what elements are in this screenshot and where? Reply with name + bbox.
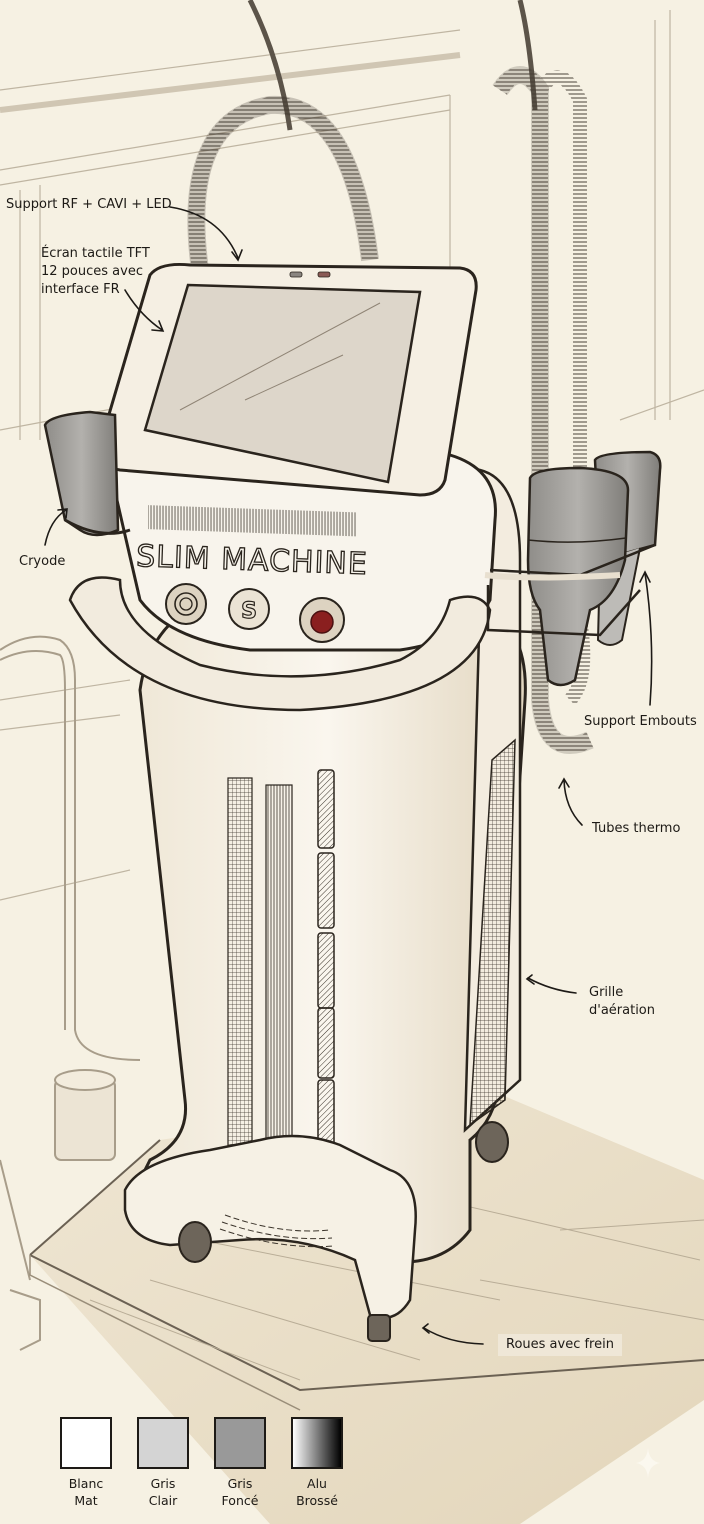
callout-ecran-tactile: Écran tactile TFT 12 pouces avec interfa… (41, 245, 181, 299)
slot-vents (317, 769, 335, 1151)
legend-label-line: Clair (148, 1493, 178, 1508)
sparkle-icon (636, 1448, 660, 1478)
callout-support-rf-cavi-led: Support RF + CAVI + LED (6, 197, 172, 212)
callout-grille-aeration: Grille d'aération (589, 984, 699, 1020)
arrow-support-embouts (644, 572, 653, 706)
ventilation-grille-front-left (227, 777, 253, 1169)
callout-cryode: Cryode (19, 554, 66, 569)
brand-logo: SLIM MACHINE (136, 539, 369, 582)
legend-label-line: Gris (150, 1476, 176, 1491)
legend-label: Blanc Mat (69, 1475, 104, 1509)
indicator-light-2 (317, 271, 331, 278)
background-cart (0, 635, 141, 1351)
legend-item-blanc-mat: Blanc Mat (58, 1417, 114, 1509)
wheels (178, 1121, 509, 1342)
screen-display (143, 283, 422, 484)
legend-label-line: Mat (74, 1493, 98, 1508)
legend-label-line: Alu (307, 1476, 327, 1491)
legend-label-line: Foncé (221, 1493, 259, 1508)
legend-label: Gris Clair (149, 1475, 177, 1509)
legend-item-gris-fonce: Gris Foncé (212, 1417, 268, 1509)
callout-arrows (44, 206, 653, 1345)
svg-text:S: S (241, 599, 257, 624)
indicator-light-1 (289, 271, 303, 278)
arrow-cryode (44, 509, 67, 546)
swatch-alu-brosse (291, 1417, 343, 1469)
machine-head: SLIM MACHINE S (68, 442, 497, 712)
mode-button[interactable]: S (228, 588, 270, 630)
handpiece-holder (484, 450, 662, 687)
legend-label-line: Blanc (68, 1476, 104, 1491)
machine-body (123, 468, 527, 1342)
arrow-grille (527, 977, 577, 994)
legend-label-line: Gris (227, 1476, 253, 1491)
ventilation-grille-front-mid (265, 784, 293, 1176)
front-handle (68, 576, 492, 712)
cryode-handpiece (43, 410, 131, 537)
touchscreen (97, 263, 478, 497)
power-button[interactable] (165, 583, 207, 625)
emergency-stop-button[interactable] (299, 597, 345, 643)
callout-support-embouts: Support Embouts (584, 714, 697, 729)
legend-item-alu-brosse: Alu Brossé (289, 1417, 345, 1509)
legend-item-gris-clair: Gris Clair (135, 1417, 191, 1509)
legend-label-line: Brossé (296, 1493, 338, 1508)
callout-grille-line-2: d'aération (589, 1003, 656, 1018)
legend-label: Gris Foncé (222, 1475, 259, 1509)
swatch-gris-fonce (214, 1417, 266, 1469)
callout-ecran-line-1: Écran tactile TFT (41, 246, 150, 261)
ventilation-grille-side (469, 738, 516, 1127)
callout-tubes-thermo: Tubes thermo (592, 821, 681, 836)
swatch-gris-clair (137, 1417, 189, 1469)
callout-grille-line-1: Grille (589, 985, 624, 1000)
arrow-ecran (124, 289, 163, 331)
callout-ecran-line-2: 12 pouces avec (41, 264, 143, 279)
callout-ecran-line-3: interface FR (41, 282, 120, 297)
arrow-tubes-thermo (563, 779, 583, 826)
legend-label: Alu Brossé (296, 1475, 338, 1509)
arrow-roues (423, 1327, 484, 1345)
callout-roues-avec-frein: Roues avec frein (498, 1334, 622, 1356)
arrow-support-rf (169, 206, 239, 259)
color-legend: Blanc Mat Gris Clair Gris Foncé Alu Bros… (58, 1417, 345, 1509)
swatch-blanc-mat (60, 1417, 112, 1469)
